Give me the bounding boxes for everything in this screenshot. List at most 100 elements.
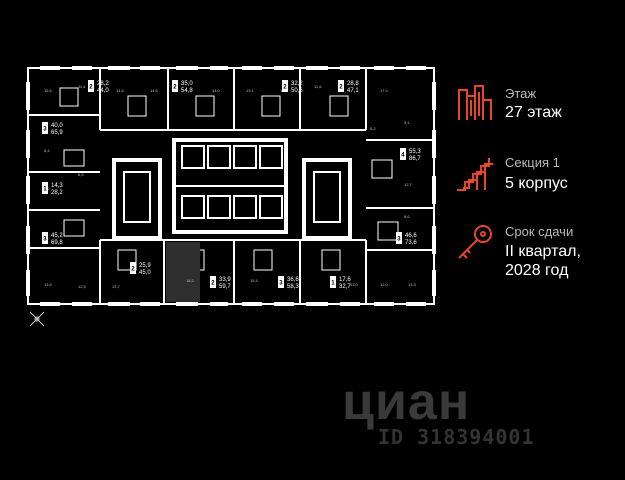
svg-text:12,0: 12,0	[380, 282, 389, 287]
room-count-badge	[172, 80, 178, 92]
living-area: 25,9	[139, 263, 151, 269]
room-count: 2	[131, 267, 135, 273]
building-floor-icon	[458, 85, 492, 120]
total-area: 28,2	[51, 190, 63, 196]
apartment-badge[interactable]: 2 32,250,6	[282, 80, 303, 94]
svg-text:13,0: 13,0	[350, 282, 359, 287]
room-count-badge	[130, 262, 136, 274]
living-area: 33,9	[219, 277, 231, 283]
key-icon	[458, 225, 492, 259]
apartment-badge[interactable]: 1 14,328,2	[42, 182, 63, 196]
living-area: 28,8	[347, 81, 359, 87]
apartment-badge[interactable]: 2 25,945,0	[130, 262, 151, 276]
total-area: 54,8	[181, 88, 193, 94]
room-count-badge	[282, 80, 288, 92]
apartment-badge[interactable]: 1 17,632,7	[330, 276, 351, 290]
total-area: 86,7	[409, 156, 421, 162]
svg-text:8,2: 8,2	[370, 126, 376, 131]
svg-text:15,6: 15,6	[44, 88, 53, 93]
delivery-label: Срок сдачи	[505, 224, 574, 239]
svg-text:17,4: 17,4	[380, 88, 389, 93]
apartment-badge[interactable]: 4 55,386,7	[400, 148, 421, 162]
room-count-badge	[42, 232, 48, 244]
svg-text:8,6: 8,6	[404, 214, 410, 219]
section-label: Секция 1	[505, 155, 560, 170]
room-count: 2	[173, 85, 177, 91]
total-area: 32,7	[339, 284, 351, 290]
room-count-badge	[338, 80, 344, 92]
svg-text:14,0: 14,0	[212, 88, 221, 93]
apartment-badge[interactable]: 228,847,1	[338, 80, 359, 94]
living-area: 46,6	[405, 233, 417, 239]
total-area: 69,8	[51, 240, 63, 246]
total-area: 58,3	[287, 284, 299, 290]
room-count: 1	[331, 281, 335, 287]
apartment-badge[interactable]: 3 36,658,3	[278, 276, 299, 290]
living-area: 36,6	[287, 277, 299, 283]
total-area: 50,6	[291, 88, 303, 94]
apartment-badge[interactable]: 2 33,959,7	[210, 276, 231, 290]
room-count: 3	[43, 237, 47, 243]
room-count: 3	[279, 281, 283, 287]
room-count-badge	[400, 148, 406, 160]
total-area: 73,6	[405, 240, 417, 246]
room-count: 4	[401, 153, 405, 159]
floor-value: 27 этаж	[505, 104, 562, 121]
delivery-value-line1: II квартал,	[505, 243, 581, 260]
apartment-badge[interactable]: 3 46,673,6	[396, 232, 417, 246]
total-area: 59,7	[219, 284, 231, 290]
room-count: 3	[43, 127, 47, 133]
room-count-badge	[330, 276, 336, 288]
living-area: 35,0	[181, 81, 193, 87]
total-area: 45,0	[139, 270, 151, 276]
svg-text:13,7: 13,7	[112, 284, 121, 289]
svg-text:11,6: 11,6	[78, 84, 86, 89]
apartment-badge[interactable]: 3 45,269,8	[42, 232, 63, 246]
room-count: 1	[43, 187, 47, 193]
total-area: 65,9	[51, 130, 63, 136]
room-count-badge	[278, 276, 284, 288]
svg-text:13,1: 13,1	[246, 88, 255, 93]
room-count-badge	[42, 182, 48, 194]
room-count-badge	[42, 122, 48, 134]
apartment-badge[interactable]: 2 35,054,8	[172, 80, 193, 94]
living-area: 32,2	[291, 81, 303, 87]
watermark-logo: циан	[342, 373, 471, 431]
room-count-badge	[88, 80, 94, 92]
room-count: 2	[283, 85, 287, 91]
delivery-value-line2: 2028 год	[505, 262, 569, 279]
svg-text:12,5: 12,5	[78, 284, 87, 289]
room-count-badge	[210, 276, 216, 288]
apartment-badge[interactable]: 3 40,065,9	[42, 122, 63, 136]
compass-icon	[29, 311, 45, 327]
floor-label: Этаж	[505, 86, 537, 101]
room-count: 2	[211, 281, 215, 287]
living-area: 17,6	[339, 277, 351, 283]
svg-text:13,3: 13,3	[408, 282, 417, 287]
section-value: 5 корпус	[505, 175, 568, 192]
svg-text:15,4: 15,4	[250, 278, 259, 283]
section-stairs-icon	[457, 158, 493, 191]
svg-text:6,5: 6,5	[78, 172, 84, 177]
room-count: 2	[89, 85, 93, 91]
svg-text:3,1: 3,1	[404, 120, 410, 125]
living-area: 28,2	[97, 81, 109, 87]
living-area: 45,2	[51, 233, 63, 239]
living-area: 55,3	[409, 149, 421, 155]
living-area: 14,3	[51, 183, 63, 189]
watermark-id: ID 318394001	[378, 425, 535, 449]
svg-text:18,2: 18,2	[186, 278, 195, 283]
svg-text:11,6: 11,6	[314, 84, 322, 89]
svg-text:13,5: 13,5	[44, 282, 53, 287]
room-count: 2	[339, 85, 343, 91]
svg-text:14,6: 14,6	[116, 88, 125, 93]
room-count: 3	[397, 237, 401, 243]
svg-text:12,7: 12,7	[404, 182, 413, 187]
living-area: 40,0	[51, 123, 63, 129]
room-count-badge	[396, 232, 402, 244]
total-area: 44,0	[97, 88, 109, 94]
svg-text:14,6: 14,6	[150, 88, 159, 93]
apartment-badge[interactable]: 2 28,244,0	[88, 80, 109, 94]
svg-text:8,4: 8,4	[44, 148, 50, 153]
